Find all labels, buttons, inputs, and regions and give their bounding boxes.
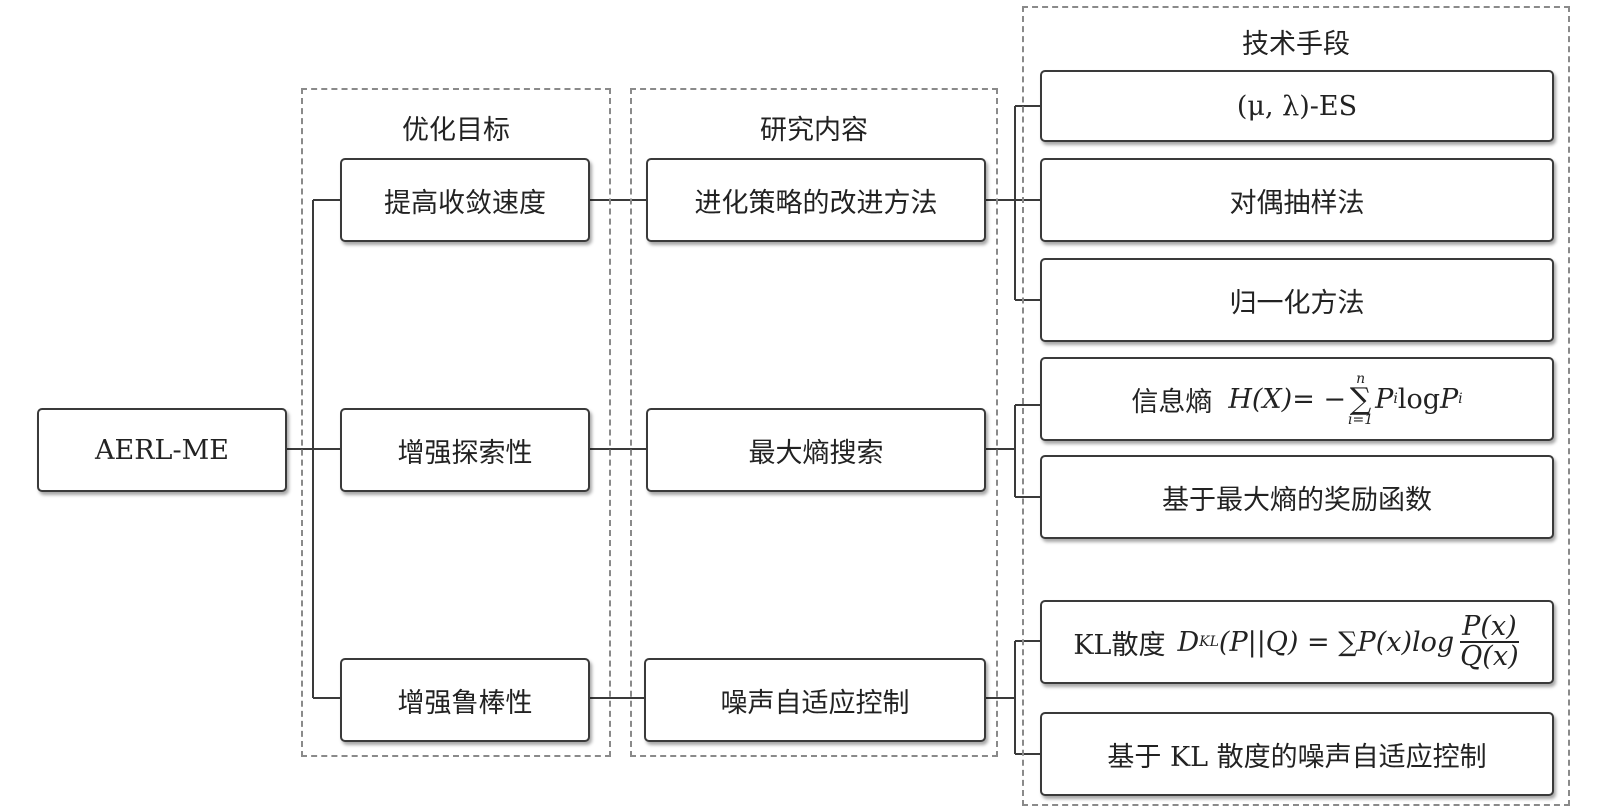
technique-label: 基于最大熵的奖励函数	[1162, 484, 1432, 516]
entropy-label: 信息熵	[1131, 386, 1213, 418]
goal-node-exploration: 增强探索性	[340, 408, 590, 492]
entropy-equals: = −	[1292, 383, 1347, 415]
kl-denominator: Q(x)	[1460, 641, 1519, 672]
research-node-noise-control: 噪声自适应控制	[644, 658, 986, 742]
technique-node-mu-lambda-es: (μ, λ)-ES	[1040, 70, 1554, 142]
sum-lower-limit: i=1	[1348, 411, 1374, 428]
entropy-p2-sub: i	[1458, 391, 1463, 407]
summation-symbol: n ∑ i=1	[1348, 372, 1373, 427]
kl-numerator: P(x)	[1460, 610, 1519, 643]
entropy-p-sub: i	[1393, 391, 1398, 407]
entropy-lhs: H(X)	[1228, 383, 1293, 415]
kl-d-sub: KL	[1199, 634, 1219, 650]
goal-label: 增强探索性	[397, 437, 533, 469]
kl-fraction: P(x) Q(x)	[1458, 610, 1520, 672]
research-node-es-improvement: 进化策略的改进方法	[646, 158, 986, 242]
technique-node-kl-noise-control: 基于 KL 散度的噪声自适应控制	[1040, 712, 1554, 796]
sigma: ∑	[1349, 381, 1372, 417]
root-node: AERL-ME	[37, 408, 287, 492]
technique-label: 对偶抽样法	[1229, 187, 1365, 219]
techniques-group: 技术手段	[1022, 6, 1570, 806]
research-group: 研究内容	[630, 88, 998, 757]
technique-node-normalization: 归一化方法	[1040, 258, 1554, 342]
technique-node-antithetic-sampling: 对偶抽样法	[1040, 158, 1554, 242]
entropy-p: P	[1375, 383, 1394, 415]
kl-args: (P||Q) = ∑P(x)log	[1218, 626, 1455, 658]
goals-group: 优化目标	[301, 88, 611, 757]
kl-label: KL散度	[1073, 629, 1166, 661]
goals-group-title: 优化目标	[402, 115, 510, 146]
goal-node-robustness: 增强鲁棒性	[340, 658, 590, 742]
kl-d: D	[1177, 626, 1200, 658]
goal-label: 增强鲁棒性	[397, 687, 533, 719]
techniques-group-title: 技术手段	[1242, 29, 1350, 60]
entropy-log: log	[1397, 383, 1440, 415]
technique-label: 基于 KL 散度的噪声自适应控制	[1107, 741, 1487, 773]
root-label: AERL-ME	[95, 434, 229, 466]
technique-label: 归一化方法	[1229, 287, 1365, 319]
goal-label: 提高收敛速度	[384, 187, 546, 219]
research-label: 最大熵搜索	[748, 437, 884, 469]
goal-node-convergence: 提高收敛速度	[340, 158, 590, 242]
sum-upper-limit: n	[1356, 370, 1366, 387]
research-group-title: 研究内容	[760, 115, 868, 146]
technique-label: (μ, λ)-ES	[1236, 90, 1358, 122]
entropy-p2: P	[1440, 383, 1459, 415]
research-node-max-entropy: 最大熵搜索	[646, 408, 986, 492]
technique-node-max-entropy-reward: 基于最大熵的奖励函数	[1040, 455, 1554, 539]
research-label: 噪声自适应控制	[720, 687, 910, 719]
research-label: 进化策略的改进方法	[694, 187, 938, 219]
